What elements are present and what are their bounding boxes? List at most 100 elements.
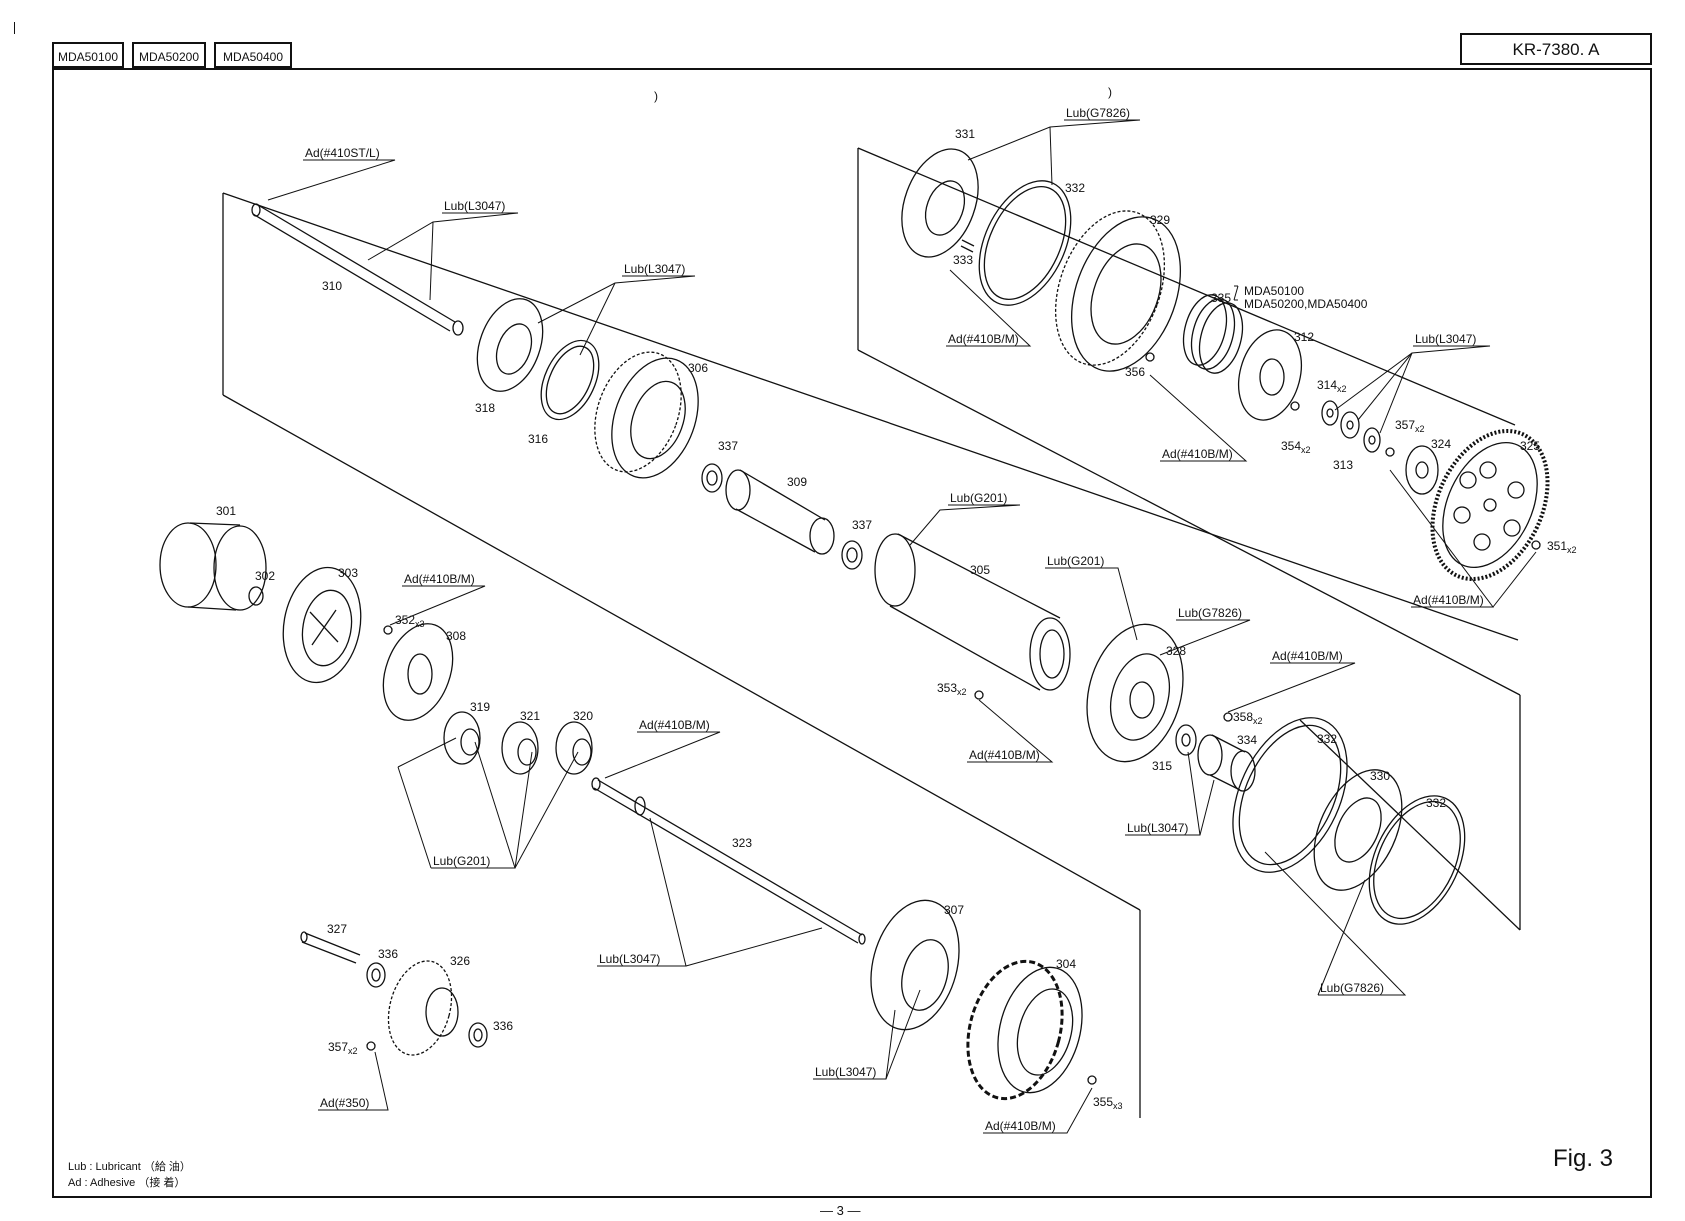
washer-314 [1363, 427, 1381, 453]
screw-358 [1223, 712, 1233, 722]
part-number: 332 [1317, 732, 1337, 746]
part-number: 351x2 [1547, 539, 1577, 555]
callout-label: Lub(G201) [1047, 554, 1104, 568]
washer-313 [1340, 411, 1360, 439]
part-number: 323 [732, 836, 752, 850]
part-number: 337 [852, 518, 872, 532]
part-number: 304 [1056, 957, 1076, 971]
part-number: 336 [493, 1019, 513, 1033]
callout-label: Lub(L3047) [599, 952, 660, 966]
part-number: 335 [1211, 291, 1231, 305]
assembly-boundary-line [222, 394, 1141, 911]
assembly-boundary-line [1299, 719, 1521, 931]
ring-331 [901, 148, 979, 258]
screw-351 [1531, 540, 1541, 550]
part-number: 318 [475, 401, 495, 415]
figure-label: Fig. 3 [1553, 1145, 1614, 1172]
callout-label: Ad(#410B/M) [1272, 649, 1343, 663]
callout-label: Ad(#410B/M) [969, 748, 1040, 762]
ring-318 [476, 298, 544, 392]
screw-357 [366, 1041, 376, 1051]
callout-label: Ad(#410B/M) [1162, 447, 1233, 461]
variant-note: MDA50200,MDA50400 [1244, 297, 1368, 311]
pin-327 [300, 931, 361, 964]
gear-329 [1054, 210, 1182, 372]
part-number: 332 [1426, 796, 1446, 810]
bushing-336 [366, 962, 386, 988]
callout-label: Lub(L3047) [1415, 332, 1476, 346]
part-number: 309 [787, 475, 807, 489]
hub-312 [1238, 329, 1302, 421]
screw-356 [1145, 352, 1155, 362]
drawing-frame [52, 68, 1652, 1198]
assembly-boundary-line [857, 147, 1516, 426]
document-number: KR-7380. A [1460, 33, 1652, 65]
callout-label: Lub(G7826) [1178, 606, 1242, 620]
assembly-boundary-line [222, 192, 1519, 641]
part-number: 315 [1152, 759, 1172, 773]
part-number: 314x2 [1317, 378, 1347, 394]
part-number: 355x3 [1093, 1095, 1123, 1111]
part-number: 332 [1065, 181, 1085, 195]
part-number: 333 [953, 253, 973, 267]
part-number: 328 [1166, 644, 1186, 658]
part-number: 321 [520, 709, 540, 723]
callout-label: Ad(#410B/M) [404, 572, 475, 586]
part-number: 313 [1333, 458, 1353, 472]
screw-354 [1290, 401, 1300, 411]
part-number: 337 [718, 439, 738, 453]
callout-label: Ad(#410B/M) [639, 718, 710, 732]
part-number: 325 [1520, 439, 1540, 453]
gear-321 [501, 721, 539, 775]
screw-357 [1385, 447, 1395, 457]
page-number: — 3 — [820, 1203, 861, 1218]
ring-332 [1368, 795, 1466, 925]
shaft-310 [251, 203, 464, 336]
part-number: 357x2 [1395, 418, 1425, 434]
washer-314 [1321, 400, 1339, 426]
callout-label: Lub(G201) [950, 491, 1007, 505]
part-number: 327 [327, 922, 347, 936]
spring-335 [1182, 294, 1244, 374]
pin-333 [960, 239, 975, 253]
plate-308 [382, 623, 454, 721]
callout-label: Lub(L3047) [1127, 821, 1188, 835]
legend-lub: Lub : Lubricant （給 油） [68, 1161, 191, 1173]
spline-sleeve-309 [725, 469, 835, 555]
callout-label: Lub(G7826) [1320, 981, 1384, 995]
knob-304 [966, 959, 1083, 1101]
part-number: 312 [1294, 330, 1314, 344]
washer-315 [1175, 724, 1197, 756]
screw-353 [974, 690, 984, 700]
part-number: 353x2 [937, 681, 967, 697]
ring-332 [1232, 717, 1348, 873]
model-box-mda50400: MDA50400 [214, 42, 292, 68]
variant-note: MDA50100 [1244, 284, 1304, 298]
callout-label: Ad(#350) [320, 1096, 369, 1110]
callout-label: Lub(G7826) [1066, 106, 1130, 120]
part-number: 358x2 [1233, 710, 1263, 726]
pulley-328 [1086, 623, 1184, 763]
shaft-323 [591, 777, 866, 945]
gear-326 [387, 960, 459, 1056]
part-number: 326 [450, 954, 470, 968]
callout-label: Ad(#410B/M) [948, 332, 1019, 346]
callout-label: Lub(L3047) [444, 199, 505, 213]
hub-324 [1405, 445, 1439, 495]
part-number: 357x2 [328, 1040, 358, 1056]
sleeve-305 [874, 533, 1071, 691]
housing-303 [282, 566, 362, 684]
model-box-mda50200: MDA50200 [132, 42, 206, 68]
callout-label: Lub(G201) [433, 854, 490, 868]
part-number: 334 [1237, 733, 1257, 747]
part-number: 308 [446, 629, 466, 643]
part-number: 307 [944, 903, 964, 917]
legend-ad: Ad : Adhesive （接 着） [68, 1177, 186, 1189]
bushing-302 [248, 586, 264, 606]
stray-mark: ) [654, 89, 658, 103]
callout-label: Ad(#410B/M) [985, 1119, 1056, 1133]
callout-label: Lub(L3047) [815, 1065, 876, 1079]
callout-label: Ad(#410B/M) [1413, 593, 1484, 607]
part-number: 354x2 [1281, 439, 1311, 455]
